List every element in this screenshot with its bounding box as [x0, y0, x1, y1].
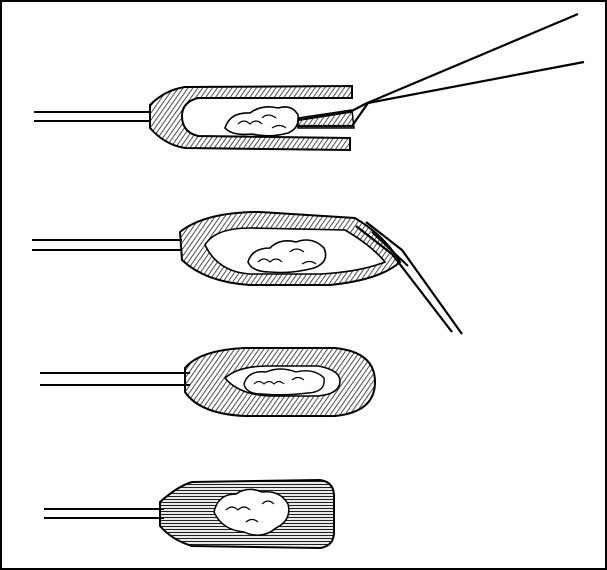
forceps-1	[298, 14, 584, 128]
panel-2-sealing-tube	[32, 212, 462, 334]
sample-lump-3	[244, 369, 324, 395]
tongs-2	[356, 222, 462, 334]
panel-3-sealed-tube	[40, 348, 375, 416]
sample-lump-1	[225, 107, 298, 136]
panel-4-finished-capsule	[44, 480, 334, 548]
panel-1-open-tube	[34, 14, 584, 150]
